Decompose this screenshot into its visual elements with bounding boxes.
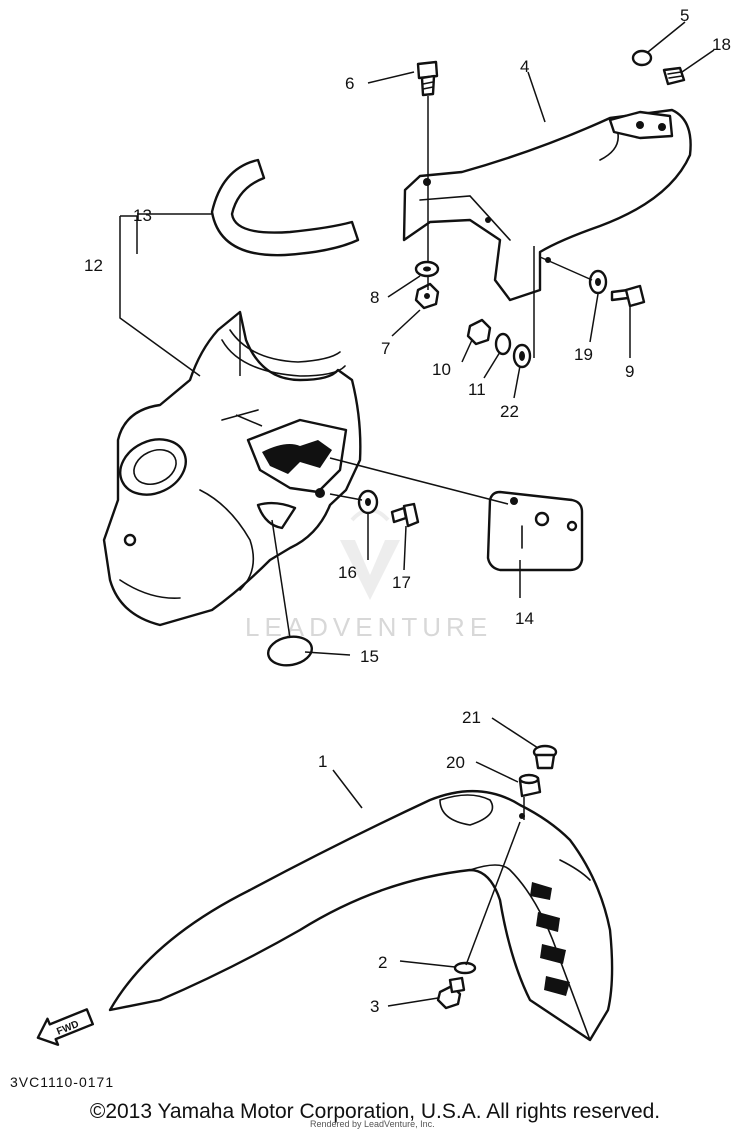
fwd-arrow: FWD — [36, 1008, 95, 1046]
part-12-housing — [102, 310, 362, 627]
watermark-logo — [340, 508, 400, 600]
part-6-bolt — [416, 60, 439, 97]
part-4-rear-fender — [402, 108, 692, 302]
part-11-washer — [494, 332, 512, 356]
part-20-collar — [518, 773, 542, 798]
part-10-nut — [466, 318, 492, 346]
callout-1: 1 — [318, 752, 327, 771]
part-7-nut — [414, 282, 440, 310]
part-5-cap — [631, 49, 653, 67]
callout-22: 22 — [500, 402, 519, 421]
part-13-band — [210, 158, 360, 257]
callout-18: 18 — [712, 35, 731, 54]
callouts: 6 5 18 4 13 12 8 7 10 11 22 19 9 16 17 1… — [84, 6, 731, 1016]
callout-20: 20 — [446, 753, 465, 772]
part-1-front-fender — [108, 790, 614, 1042]
callout-17: 17 — [392, 573, 411, 592]
part-14-plate — [486, 490, 584, 572]
part-17-screw — [390, 502, 420, 528]
part-16-washer — [357, 489, 379, 515]
rendered-by-note: Rendered by LeadVenture, Inc. — [310, 1119, 435, 1129]
drawing-code: 3VC1110-0171 — [10, 1074, 114, 1090]
callout-11: 11 — [468, 380, 486, 399]
callout-4: 4 — [520, 57, 529, 76]
part-15-grommet — [266, 635, 314, 667]
callout-21: 21 — [462, 708, 481, 727]
callout-6: 6 — [345, 74, 354, 93]
callout-10: 10 — [432, 360, 451, 379]
callout-15: 15 — [360, 647, 379, 666]
callout-5: 5 — [680, 6, 689, 25]
callout-19: 19 — [574, 345, 593, 364]
part-3-bolt — [436, 976, 466, 1010]
callout-8: 8 — [370, 288, 379, 307]
part-8-washer — [414, 260, 440, 278]
part-18-cap — [662, 66, 686, 86]
callout-16: 16 — [338, 563, 357, 582]
part-9-bolt — [610, 284, 646, 308]
callout-3: 3 — [370, 997, 379, 1016]
callout-13: 13 — [133, 206, 152, 225]
callout-7: 7 — [381, 339, 390, 358]
part-2-washer — [453, 961, 477, 975]
copyright-notice: ©2013 Yamaha Motor Corporation, U.S.A. A… — [89, 1100, 661, 1123]
part-21-bolt — [532, 744, 558, 770]
part-19-washer — [588, 269, 608, 295]
callout-9: 9 — [625, 362, 634, 381]
callout-14: 14 — [515, 609, 534, 628]
leader-lines — [119, 21, 715, 1007]
callout-12: 12 — [84, 256, 103, 275]
callout-2: 2 — [378, 953, 387, 972]
part-22-washer — [512, 343, 532, 369]
